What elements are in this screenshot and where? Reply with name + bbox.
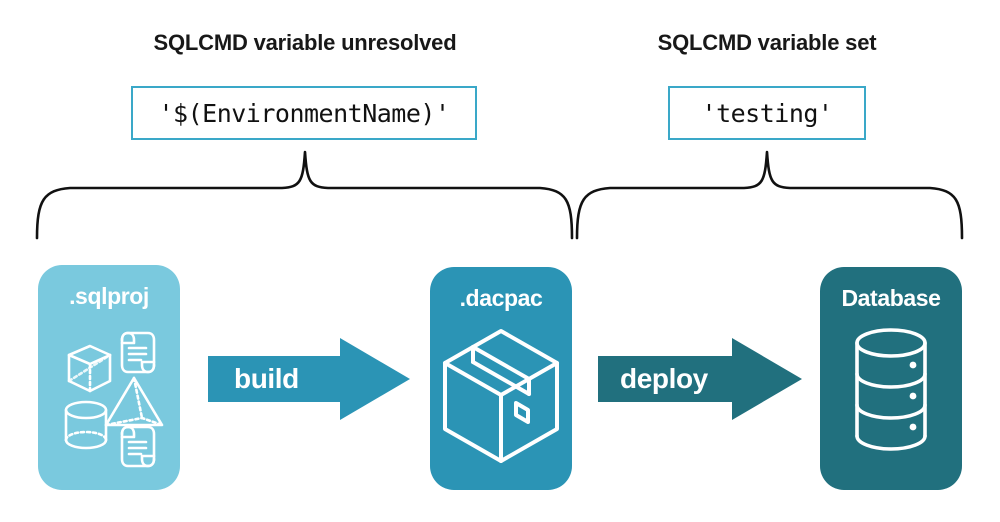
annotation-heading-left: SQLCMD variable unresolved (153, 30, 457, 55)
cylinder-icon (64, 400, 108, 450)
sqlproj-artwork (64, 331, 164, 468)
dacpac-artwork (443, 329, 559, 463)
scroll-icon (120, 425, 156, 468)
arrow-deploy-shape (598, 338, 802, 420)
pyramid-icon (104, 376, 164, 427)
brace-right-icon (575, 150, 964, 240)
stage-box-sqlproj: .sqlproj (38, 265, 180, 490)
arrow-deploy-label: deploy (620, 363, 708, 394)
stage-box-database: Database (820, 267, 962, 490)
annotation-heading-right: SQLCMD variable set (657, 30, 877, 55)
database-artwork (855, 328, 927, 451)
stage-label-dacpac: .dacpac (459, 285, 543, 311)
cube-icon (67, 344, 112, 393)
arrow-build-shape (208, 338, 410, 420)
brace-left-icon (35, 150, 574, 240)
arrow-build: build (208, 338, 410, 420)
stage-box-dacpac: .dacpac (430, 267, 572, 490)
stage-label-sqlproj: .sqlproj (69, 283, 149, 309)
sqlcmd-variable-unresolved-value-box: '$(EnvironmentName)' (131, 86, 477, 140)
sqlcmd-variable-unresolved-value: '$(EnvironmentName)' (158, 98, 450, 128)
arrow-build-label: build (234, 363, 299, 394)
database-cylinder-icon (855, 328, 927, 451)
arrow-deploy: deploy (598, 338, 802, 420)
package-box-icon (443, 329, 559, 463)
sqlcmd-variable-set-value-box: 'testing' (668, 86, 866, 140)
stage-label-database: Database (841, 285, 941, 311)
scroll-icon (120, 331, 156, 374)
sqlcmd-variable-set-value: 'testing' (701, 98, 833, 128)
